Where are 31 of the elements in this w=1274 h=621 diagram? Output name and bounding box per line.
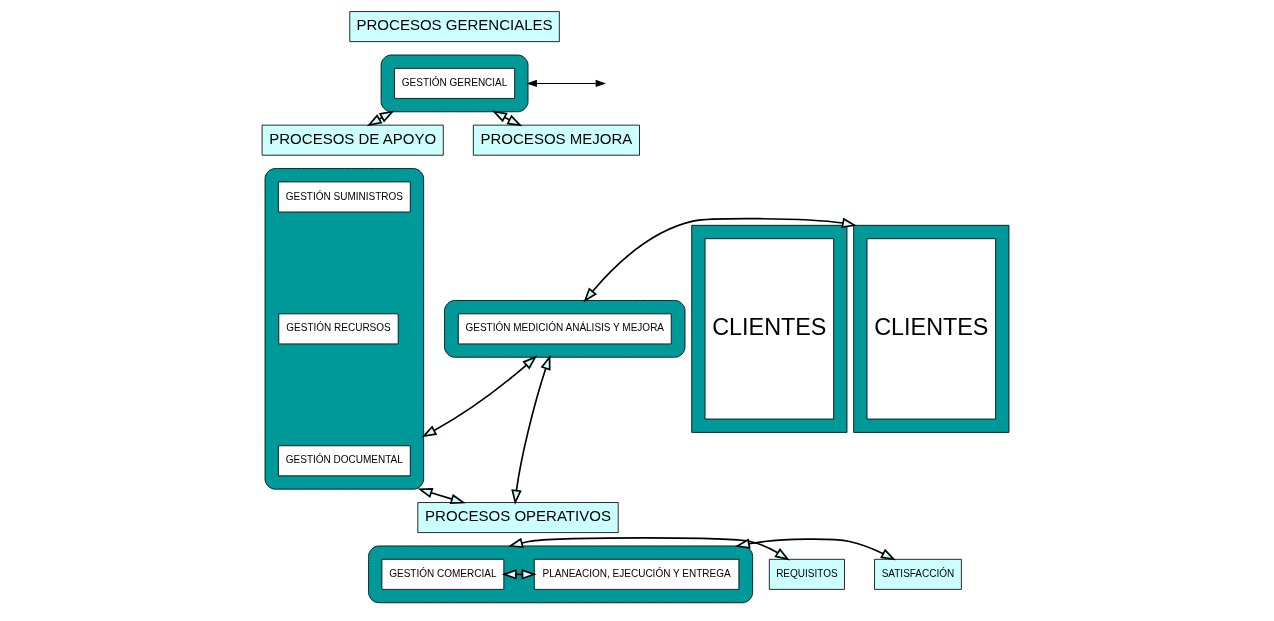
node-box: CLIENTES xyxy=(866,238,997,420)
cluster xyxy=(853,224,1010,433)
node-box: PROCESOS MEJORA xyxy=(472,124,640,156)
arrow xyxy=(583,217,857,303)
arrow xyxy=(507,537,790,561)
cluster xyxy=(444,300,686,358)
cluster xyxy=(264,168,425,490)
node-box: GESTIÓN SUMINISTROS xyxy=(277,181,411,213)
arrow xyxy=(511,354,551,505)
node-box: REQUISITOS xyxy=(768,558,845,590)
cluster xyxy=(380,54,529,113)
node-box: CLIENTES xyxy=(704,238,835,420)
cluster xyxy=(691,224,848,433)
arrow xyxy=(417,487,466,504)
arrow xyxy=(421,355,538,438)
node-box: GESTIÓN RECURSOS xyxy=(278,313,399,345)
node-box: GESTIÓN GERENCIAL xyxy=(394,67,516,99)
cluster xyxy=(368,545,754,604)
node-box: PLANEACION, EJECUCIÓN Y ENTREGA xyxy=(533,558,740,590)
node-box: GESTIÓN COMERCIAL xyxy=(381,558,505,590)
node-box: GESTIÓN DOCUMENTAL xyxy=(277,445,411,477)
arrow xyxy=(491,110,523,127)
arrow xyxy=(501,569,537,580)
node-box: PROCESOS DE APOYO xyxy=(261,124,444,156)
node-box: GESTIÓN MEDICIÓN ANÁLISIS Y MEJORA xyxy=(457,313,672,345)
arrow xyxy=(527,79,605,87)
node-box: PROCESOS GERENCIALES xyxy=(349,11,560,43)
arrow xyxy=(734,538,896,561)
node-box: SATISFACCIÓN xyxy=(874,558,962,590)
node-box: PROCESOS OPERATIVOS xyxy=(417,502,619,533)
arrow xyxy=(366,110,395,127)
